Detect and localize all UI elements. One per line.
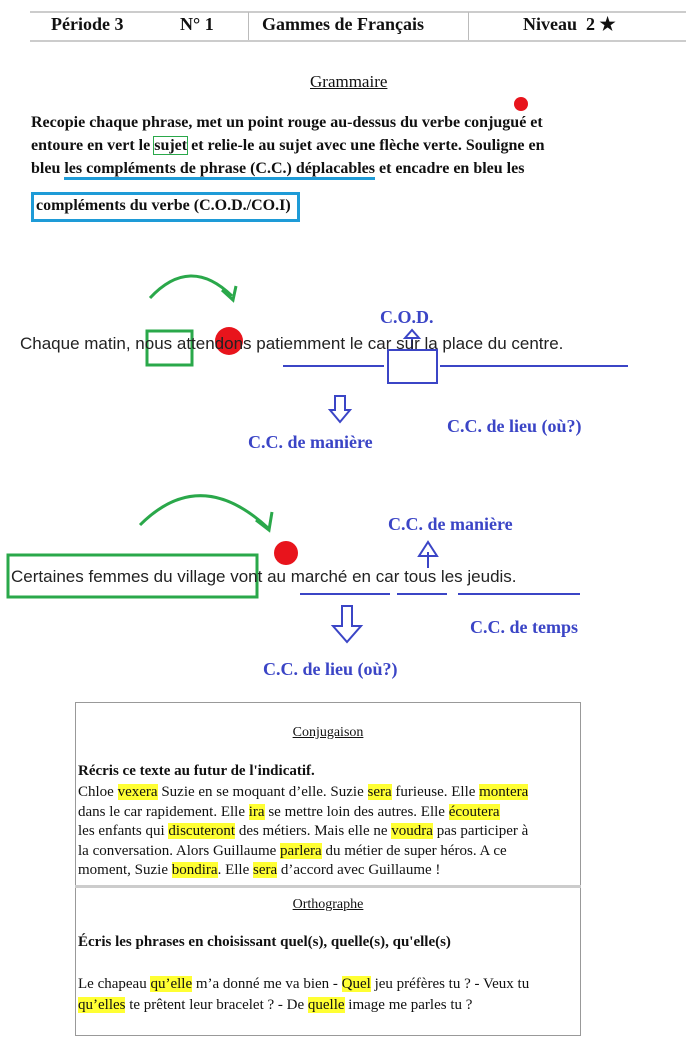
red-dot — [215, 327, 243, 355]
header-periode: Période 3 — [51, 14, 124, 34]
label-cc-maniere: C.C. de manière — [248, 432, 373, 452]
label-cc-temps: C.C. de temps — [470, 617, 578, 637]
up-arrow-icon — [402, 328, 422, 349]
subject-box — [145, 329, 194, 367]
text: jeu préfères tu ? - Veux tu — [370, 976, 530, 992]
highlighted-word: sera — [252, 862, 278, 878]
text: Chloe — [78, 784, 118, 800]
text-line: la conversation. Alors Guillaume parlera… — [78, 842, 507, 860]
text: Suzie en se moquant d’elle. Suzie — [157, 784, 368, 800]
text-line: les enfants qui discuteront des métiers.… — [78, 823, 528, 840]
header-niveau: Niveau 2 ★ — [523, 14, 616, 34]
text: la conversation. Alors Guillaume — [78, 842, 281, 859]
text-line: moment, Suzie bondira. Elle sera d’accor… — [78, 862, 440, 879]
highlighted-word: discuteront — [168, 823, 236, 839]
highlighted-word: vexera — [117, 784, 158, 800]
text: dans le car rapidement. Elle — [78, 803, 249, 820]
section-title-grammaire: Grammaire — [310, 72, 388, 91]
highlighted-word: ira — [248, 803, 265, 820]
header-separator — [248, 12, 249, 40]
label-cc-lieu: C.C. de lieu (où?) — [263, 659, 398, 679]
text: moment, Suzie — [78, 862, 172, 878]
cod-box — [387, 349, 438, 384]
red-dot — [274, 541, 298, 565]
text: . Elle — [217, 862, 253, 878]
text: se mettre loin des autres. Elle — [264, 803, 449, 820]
down-arrow-icon — [327, 395, 353, 424]
highlighted-word: quelle — [307, 997, 345, 1013]
text: d’accord avec Guillaume ! — [277, 862, 441, 878]
text-line: Le chapeau qu’elle m’a donné me va bien … — [78, 976, 529, 993]
header-title: Gammes de Français — [262, 14, 424, 34]
text: Le chapeau — [78, 976, 151, 992]
sentence-1: Chaque matin, nous attendons patiemment … — [20, 334, 564, 353]
box-divider — [75, 885, 581, 888]
sujet-boxed: sujet — [153, 136, 189, 155]
up-arrow-icon — [417, 540, 439, 568]
section-title-orthographe: Orthographe — [292, 897, 364, 912]
text: te prêtent leur bracelet ? - De — [125, 997, 308, 1013]
instruction-line: bleu les compléments de phrase (C.C.) dé… — [31, 160, 525, 180]
text: furieuse. Elle — [391, 784, 480, 800]
highlighted-word: montera — [479, 784, 529, 800]
highlighted-word: bondira — [171, 862, 218, 878]
green-arrow — [148, 274, 234, 300]
text-line: qu’elles te prêtent leur bracelet ? - De… — [78, 997, 472, 1014]
highlighted-word: Quel — [341, 976, 371, 992]
highlighted-word: qu’elles — [78, 997, 126, 1013]
instruction-line: entoure en vert le sujet et relie-le au … — [31, 136, 545, 155]
arrow-head — [220, 285, 238, 303]
text: des métiers. Mais elle ne — [235, 823, 392, 839]
highlighted-word: sera — [367, 784, 392, 800]
header-bottom-rule — [30, 40, 686, 42]
text: du métier de super héros. A ce — [321, 842, 507, 859]
highlighted-word: écoutera — [448, 803, 500, 820]
text: entoure en vert le — [31, 137, 155, 154]
label-cc-maniere: C.C. de manière — [388, 514, 513, 534]
header-numero: N° 1 — [180, 14, 214, 34]
cc-underlined: les compléments de phrase (C.C.) déplaca… — [64, 160, 375, 180]
section-title-conjugaison: Conjugaison — [292, 725, 364, 740]
header-separator — [468, 12, 469, 40]
highlighted-word: parlera — [280, 842, 322, 859]
text: et encadre en bleu les — [374, 160, 525, 177]
cod-boxed: compléments du verbe (C.O.D./CO.I) — [31, 192, 300, 222]
orthographe-heading: Écris les phrases en choisissant quel(s)… — [78, 934, 451, 950]
text: les enfants qui — [78, 823, 169, 839]
green-arrow — [138, 494, 270, 530]
down-arrow-icon — [330, 605, 364, 644]
red-dot — [514, 97, 528, 111]
text-line: Chloe vexera Suzie en se moquant d’elle.… — [78, 784, 529, 801]
arrow-head — [255, 511, 274, 533]
label-cc-lieu: C.C. de lieu (où?) — [447, 416, 582, 436]
text-line: dans le car rapidement. Elle ira se mett… — [78, 803, 500, 821]
text: bleu — [31, 160, 65, 177]
sentence-2: Certaines femmes du village vont au marc… — [11, 567, 517, 586]
subject-box — [6, 553, 259, 599]
highlighted-word: qu’elle — [150, 976, 193, 992]
instruction-line: Recopie chaque phrase, met un point roug… — [31, 114, 543, 131]
text: m’a donné me va bien - — [192, 976, 342, 992]
text: et relie-le au sujet avec une flèche ver… — [187, 137, 545, 154]
text: image me parles tu ? — [344, 997, 473, 1013]
label-cod: C.O.D. — [380, 307, 434, 327]
text: pas participer à — [432, 823, 529, 839]
exercise-box — [75, 702, 581, 1036]
conjugaison-heading: Récris ce texte au futur de l'indicatif. — [78, 763, 315, 779]
header-top-rule — [30, 11, 686, 13]
highlighted-word: voudra — [391, 823, 433, 839]
